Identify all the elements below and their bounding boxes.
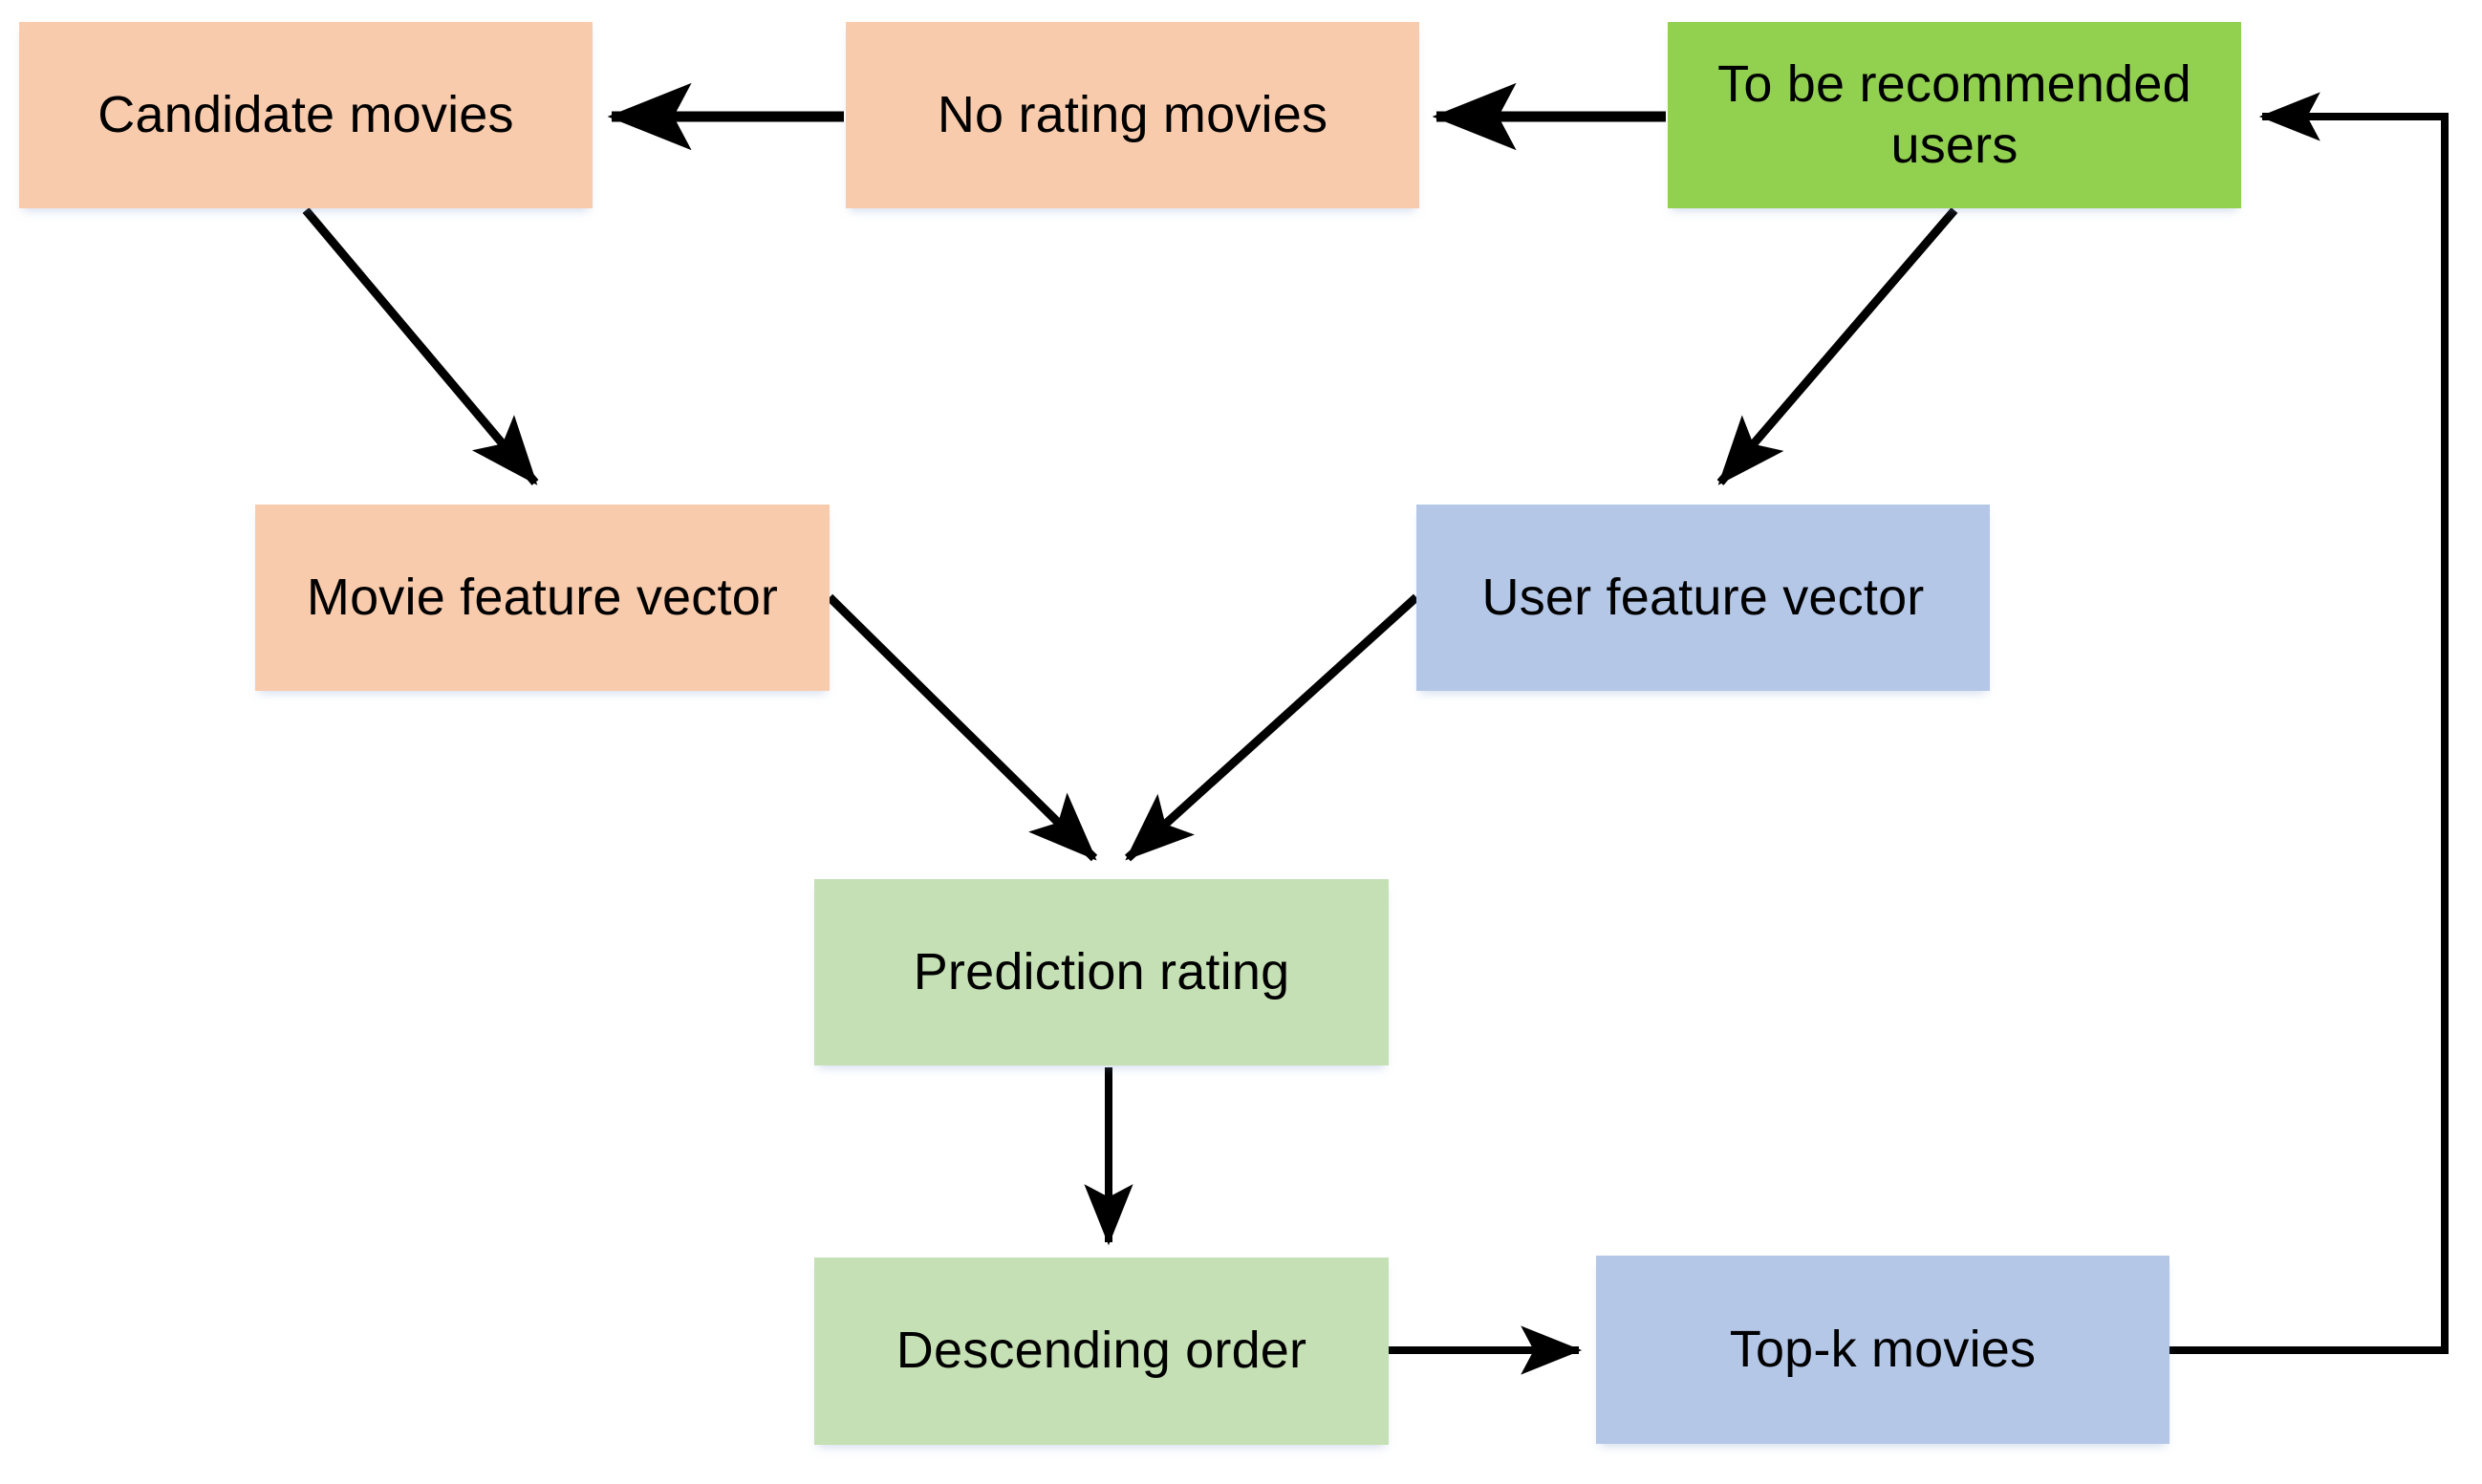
node-descending-order[interactable]: Descending order: [814, 1258, 1389, 1445]
edge-top-k-to-users-feedback: [2169, 92, 2449, 1354]
node-label-user-feature-vector: User feature vector: [1481, 568, 1925, 626]
node-prediction-rating[interactable]: Prediction rating: [814, 879, 1389, 1065]
edge-users-to-user-vector: [1716, 207, 1958, 485]
node-label-top-k-movies: Top-k movies: [1729, 1320, 2037, 1378]
node-to-be-recommended-users[interactable]: To be recommended users: [1668, 22, 2241, 208]
node-label-movie-feature-vector: Movie feature vector: [306, 568, 779, 626]
node-no-rating-movies[interactable]: No rating movies: [846, 22, 1419, 208]
node-movie-feature-vector[interactable]: Movie feature vector: [255, 505, 830, 691]
node-label-no-rating-movies: No rating movies: [937, 85, 1328, 143]
node-label-prediction-rating: Prediction rating: [913, 942, 1290, 1000]
edge-movie-vector-to-prediction: [826, 593, 1098, 862]
edge-candidate-to-movie-vector: [302, 207, 539, 485]
node-top-k-movies[interactable]: Top-k movies: [1596, 1256, 2169, 1444]
node-candidate-movies[interactable]: Candidate movies: [19, 22, 593, 208]
node-label-descending-order: Descending order: [896, 1322, 1307, 1380]
node-label-candidate-movies: Candidate movies: [97, 85, 514, 143]
edge-user-vector-to-prediction: [1124, 593, 1420, 862]
node-user-feature-vector[interactable]: User feature vector: [1416, 505, 1990, 691]
node-label-to-be-recommended-users: To be recommended users: [1717, 54, 2191, 174]
